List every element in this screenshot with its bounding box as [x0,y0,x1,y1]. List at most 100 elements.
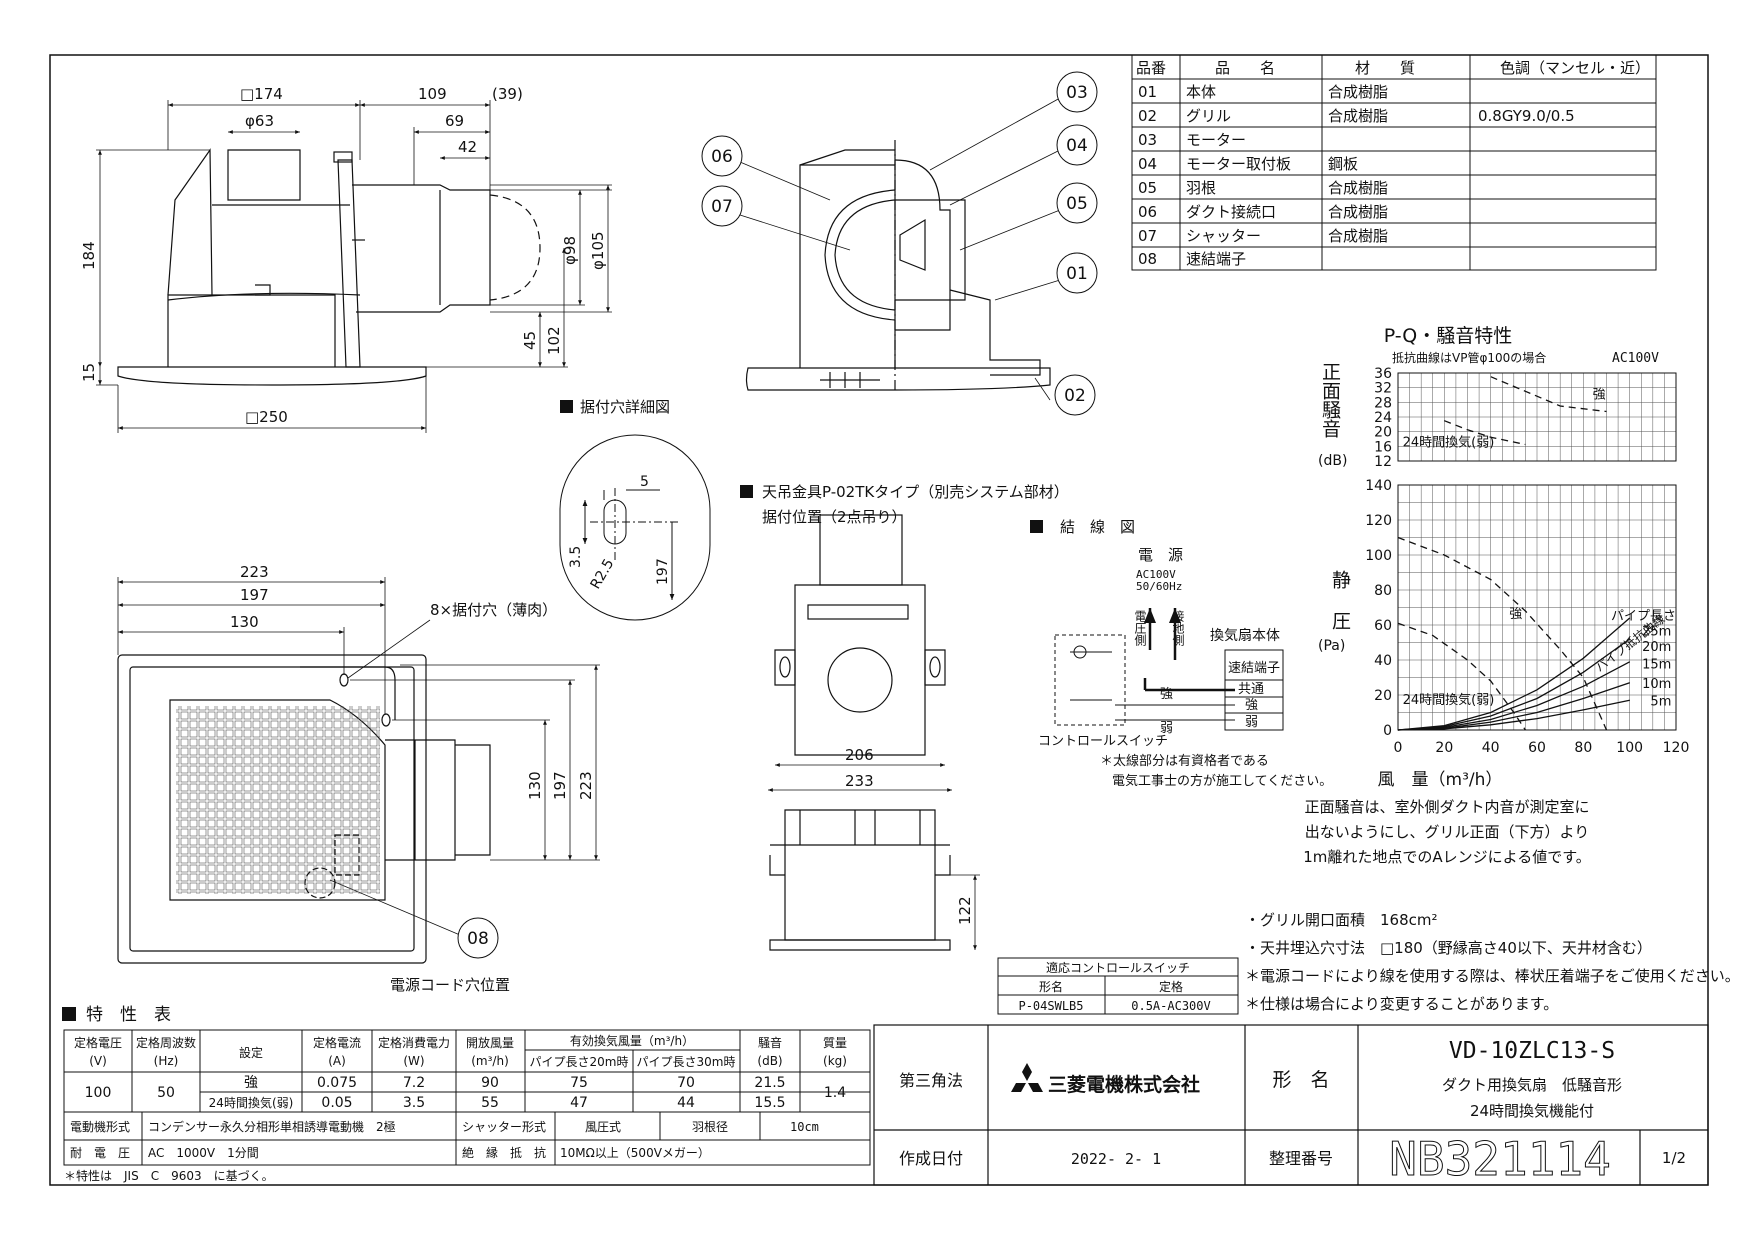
wiring-power: 電 源 [1138,546,1183,564]
y-tick-label: 20 [1374,688,1392,704]
noise-axis-unit: (dB) [1318,453,1347,469]
spec-h-freq: 定格周波数 [136,1035,196,1050]
dim-hole-35: 3.5 [568,546,584,568]
section-bullet [62,1007,76,1021]
spec-table-title: 特 性 表 [86,1005,171,1025]
part-no: 05 [1138,179,1157,197]
series-line [1397,536,1608,731]
spec-note-2: ・天井埋込穴寸法 □180（野縁高さ40以下、天井材含む） [1245,939,1652,957]
dim-duct-extra: (39) [492,85,523,103]
switch-label: コントロールスイッチ [1038,734,1168,749]
title-block [873,1024,1709,1186]
spec-insulation-label: 絶 縁 抵 抗 [462,1145,546,1160]
plan-view-dimensions [117,577,600,861]
y-tick-label: 20 [1374,425,1392,441]
part-name: モーター取付板 [1186,155,1291,173]
spec-h-current: 定格電流 [313,1035,361,1050]
spec-shutter-label: シャッター形式 [462,1120,546,1134]
spec-power: 7.2 [403,1075,425,1091]
callout-06: 06 [711,147,733,167]
y-tick-label: 140 [1365,478,1392,494]
wiring-voltage: AC100V [1136,568,1176,581]
y-tick-label: 40 [1374,653,1392,669]
wiring-title: 結 線 図 [1060,518,1135,536]
callouts [457,71,1098,959]
spec-motor-value: コンデンサー永久分相形単相誘導電動機 2極 [148,1119,396,1134]
wiring-unit-label: 換気扇本体 [1210,628,1280,644]
terminal-label: 速結端子 [1228,661,1280,676]
x-tick-label: 120 [1663,740,1690,756]
callout-04: 04 [1066,136,1088,156]
model-desc-2: 24時間換気機能付 [1470,1102,1594,1120]
dim-122: 122 [956,896,974,925]
spec-footnote: ＊特性は JIS C 9603 に基づく。 [64,1168,274,1183]
spec-power: 3.5 [403,1095,425,1111]
terminal-strong: 強 [1245,698,1258,713]
x-tick-label: 100 [1616,740,1643,756]
wiring-drawing [1054,608,1284,731]
noise-strong-label: 強 [1593,388,1606,403]
spec-open: 90 [481,1075,499,1091]
chart-title: P-Q・騒音特性 [1384,325,1513,347]
model-label: 形 名 [1272,1069,1329,1091]
section-bullet [1030,520,1043,533]
spec-h-noise-unit: (dB) [757,1054,782,1068]
y-tick-label: 16 [1374,439,1392,455]
part-no: 06 [1138,203,1157,221]
noise-weak-label: 24時間換気(弱) [1403,434,1495,450]
callout-07: 07 [711,197,733,217]
date-label: 作成日付 [899,1149,963,1168]
company-logo [1011,1063,1043,1092]
y-tick-label: 12 [1374,454,1392,470]
part-material: 合成樹脂 [1328,83,1388,101]
spec-h-pipe20: パイプ長さ20m時 [530,1055,629,1069]
callout-05: 05 [1066,194,1088,214]
spec-h-mass-unit: (kg) [823,1054,847,1068]
callout-01: 01 [1066,264,1088,284]
x-tick-label: 20 [1435,740,1453,756]
callout-02: 02 [1064,386,1086,406]
parts-header-name: 品 名 [1215,59,1275,77]
y-tick-label: 0 [1383,723,1392,739]
switch-rating: 0.5A-AC300V [1131,999,1210,1013]
y-tick-label: 100 [1365,548,1392,564]
spec-h-power-unit: (W) [403,1054,424,1068]
section-bullet [740,485,753,498]
parts-header-no: 品番 [1136,59,1166,77]
dim-dia98: φ98 [561,236,579,265]
chart-note-3: 1m離れた地点でのAレンジによる値です。 [1303,848,1590,866]
spec-h-voltage-unit: (V) [89,1054,107,1068]
projection-label: 第三角法 [899,1071,963,1090]
x-tick-label: 40 [1482,740,1500,756]
plot-frame [1397,484,1677,731]
spec-h-power: 定格消費電力 [378,1035,450,1050]
dim-233: 233 [845,772,874,790]
chart-note-1: 正面騒音は、室外側ダクト内音が測定室に [1304,798,1589,816]
page-number: 1/2 [1662,1149,1686,1167]
part-name: モーター [1186,131,1246,149]
y-tick-label: 24 [1374,410,1392,426]
spec-current: 0.075 [317,1075,357,1091]
callout-03: 03 [1066,83,1088,103]
dim-plan-v223: 223 [577,771,595,800]
part-no: 01 [1138,83,1157,101]
y-tick-label: 80 [1374,583,1392,599]
x-tick-label: 0 [1394,740,1403,756]
spec-freq: 50 [157,1085,175,1101]
dim-plan-223: 223 [240,563,269,581]
spec-noise: 15.5 [754,1095,785,1111]
spec-note-1: ・グリル開口面積 168cm² [1245,911,1438,929]
wiring-ground-side: 接地側 [1171,609,1185,646]
dim-15: 15 [80,363,98,382]
series-line [1397,617,1631,731]
x-tick-label: 60 [1528,740,1546,756]
dim-height: 184 [80,241,98,270]
y-tick-label: 36 [1374,366,1392,382]
spec-h-noise: 騒音 [758,1035,782,1050]
spec-pipe30: 70 [677,1075,695,1091]
dim-hole-5: 5 [640,474,649,490]
spec-blade-label: 羽根径 [692,1120,728,1134]
spec-note-4: ＊仕様は場合により変更することがあります。 [1245,995,1558,1013]
